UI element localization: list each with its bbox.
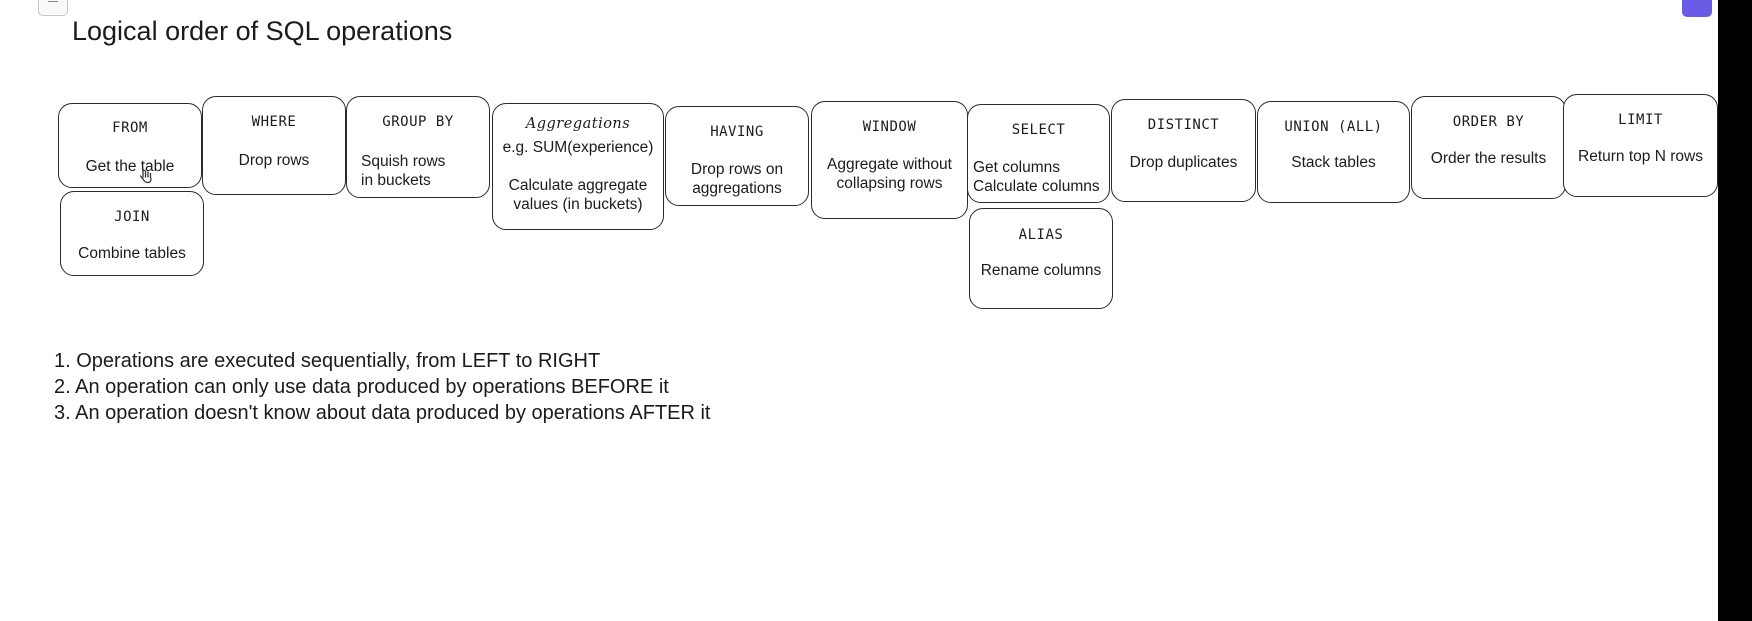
- op-description: Stack tables: [1291, 154, 1376, 171]
- op-box-aggregations[interactable]: Aggregations e.g. SUM(experience) Calcul…: [492, 103, 664, 230]
- op-description: Drop duplicates: [1129, 154, 1238, 171]
- op-box-distinct[interactable]: DISTINCT Drop duplicates: [1111, 99, 1256, 202]
- rules-list: 1. Operations are executed sequentially,…: [54, 348, 710, 426]
- op-box-where[interactable]: WHERE Drop rows: [202, 96, 346, 195]
- op-title: WHERE: [251, 114, 297, 130]
- op-title: UNION (ALL): [1284, 119, 1383, 135]
- op-box-having[interactable]: HAVING Drop rows on aggregations: [665, 106, 809, 206]
- op-title: DISTINCT: [1147, 117, 1220, 133]
- menu-button[interactable]: [38, 0, 68, 16]
- avatar[interactable]: [1682, 0, 1712, 17]
- op-title: JOIN: [114, 209, 150, 225]
- op-title: Aggregations: [525, 116, 631, 132]
- op-box-join[interactable]: JOIN Combine tables: [60, 191, 204, 276]
- op-box-from[interactable]: FROM Get the table: [58, 103, 202, 188]
- op-title: SELECT: [1011, 122, 1066, 138]
- op-box-group-by[interactable]: GROUP BY Squish rows in buckets: [346, 96, 490, 198]
- rule-item: 3. An operation doesn't know about data …: [54, 402, 711, 424]
- op-box-order-by[interactable]: ORDER BY Order the results: [1411, 96, 1566, 199]
- rule-item: 2. An operation can only use data produc…: [54, 376, 669, 398]
- op-description: Order the results: [1430, 150, 1547, 167]
- op-box-alias[interactable]: ALIAS Rename columns: [969, 208, 1113, 309]
- op-description: e.g. SUM(experience) Calculate aggregate…: [502, 139, 654, 213]
- op-title: GROUP BY: [382, 114, 454, 130]
- hand-pointer-icon: [139, 168, 152, 184]
- op-title: LIMIT: [1618, 112, 1663, 128]
- op-description: Get columns Calculate columns: [973, 159, 1100, 195]
- op-box-window[interactable]: WINDOW Aggregate without collapsing rows: [811, 101, 968, 219]
- rule-item: 1. Operations are executed sequentially,…: [54, 350, 601, 372]
- op-description: Squish rows in buckets: [361, 153, 446, 189]
- menu-icon: [48, 1, 58, 2]
- op-description: Drop rows on aggregations: [690, 161, 784, 197]
- op-description: Get the table: [85, 158, 175, 175]
- page-title: Logical order of SQL operations: [72, 16, 453, 46]
- op-title: FROM: [112, 120, 148, 136]
- op-title: ORDER BY: [1452, 114, 1525, 130]
- op-title: HAVING: [710, 124, 764, 140]
- op-description: Combine tables: [78, 245, 186, 262]
- op-box-select[interactable]: SELECT Get columns Calculate columns: [967, 104, 1110, 203]
- op-box-limit[interactable]: LIMIT Return top N rows: [1563, 94, 1718, 197]
- op-title: WINDOW: [862, 119, 917, 135]
- op-description: Aggregate without collapsing rows: [827, 156, 952, 192]
- op-box-union-all[interactable]: UNION (ALL) Stack tables: [1257, 101, 1410, 203]
- op-title: ALIAS: [1018, 227, 1064, 243]
- op-description: Rename columns: [980, 262, 1102, 279]
- op-description: Return top N rows: [1578, 148, 1703, 165]
- op-description: Drop rows: [238, 152, 310, 169]
